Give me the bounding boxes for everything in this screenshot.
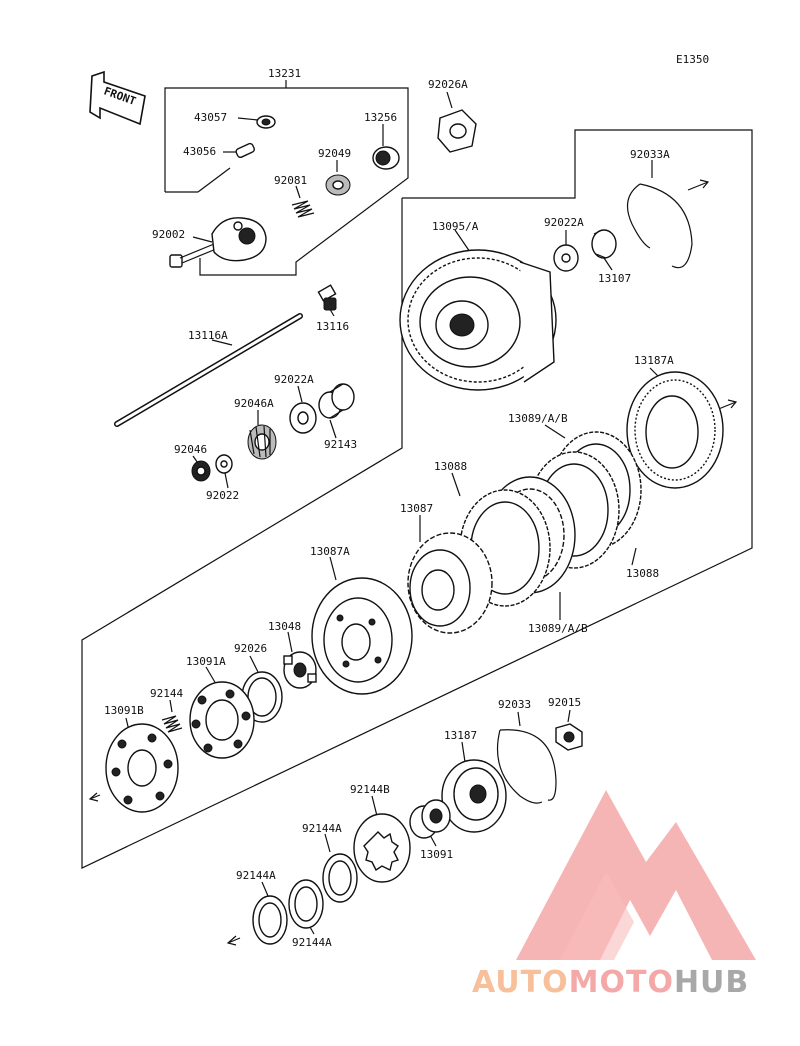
part-92033-circlip (496, 729, 557, 804)
part-92026A-gasket (437, 109, 477, 153)
part-92144A-washer-2 (288, 879, 324, 929)
diagram-code: E1350 (676, 53, 709, 66)
label-13087: 13087 (400, 502, 433, 515)
label-13089AB-bot: 13089/A/B (528, 622, 588, 635)
label-13095A: 13095/A (432, 220, 479, 233)
assembly-boundary-lines (81, 87, 753, 869)
part-92081-spring (291, 200, 315, 218)
label-13116: 13116 (316, 320, 349, 333)
label-13231: 13231 (268, 67, 301, 80)
part-92046-bearing-small (191, 460, 211, 482)
part-92002-bolt (169, 243, 217, 268)
part-13116-rod (317, 284, 337, 311)
label-92033: 92033 (498, 698, 531, 711)
part-slave-cylinder-body (211, 217, 267, 262)
part-92144A-washer-3 (252, 895, 288, 945)
part-13091A-damper-plate (189, 681, 255, 759)
label-92144A-2: 92144A (236, 869, 276, 882)
label-92144A-1: 92144A (302, 822, 342, 835)
part-92144B-washer (353, 813, 411, 883)
watermark-triangle-icon (516, 790, 756, 960)
watermark-hub: HUB (674, 965, 749, 1000)
label-43056: 43056 (183, 145, 216, 158)
part-43057-screw (256, 115, 276, 129)
label-13088-top: 13088 (434, 460, 467, 473)
part-labels: 13231 43057 43056 92049 13256 92081 9200… (104, 67, 674, 949)
part-92033A-circlip (626, 183, 693, 269)
label-92143: 92143 (324, 438, 357, 451)
label-13089AB-top: 13089/A/B (508, 412, 568, 425)
part-92022-washer (215, 454, 233, 474)
label-92049: 92049 (318, 147, 351, 160)
watermark-logo: AUTOMOTOHUB (472, 790, 756, 1000)
part-13048-damper (283, 651, 317, 689)
label-92022A-top: 92022A (544, 216, 584, 229)
part-13095-clutch-housing (399, 249, 557, 391)
part-13107-sleeve (591, 229, 617, 259)
part-13116A-push-rod (114, 313, 303, 427)
label-13091B: 13091B (104, 704, 144, 717)
part-92143-collar (318, 383, 355, 419)
leader-lines (125, 80, 661, 935)
label-13048: 13048 (268, 620, 301, 633)
part-13091B-plate (105, 723, 179, 813)
label-92081: 92081 (274, 174, 307, 187)
label-13088-bot: 13088 (626, 567, 659, 580)
centerline-arrows (88, 179, 738, 946)
part-92022A-washer-top (553, 244, 579, 272)
watermark-moto: MOTO (569, 965, 674, 1000)
label-92015: 92015 (548, 696, 581, 709)
part-13087-clutch-hub (407, 532, 493, 634)
part-43056-bleeder (235, 142, 255, 159)
label-92033A: 92033A (630, 148, 670, 161)
label-13187: 13187 (444, 729, 477, 742)
label-92144: 92144 (150, 687, 183, 700)
watermark-auto: AUTO (472, 965, 569, 1000)
label-13091: 13091 (420, 848, 453, 861)
label-92144B: 92144B (350, 783, 390, 796)
label-13116A: 13116A (188, 329, 228, 342)
label-13091A: 13091A (186, 655, 226, 668)
part-92046A-needle-bearing (247, 424, 277, 460)
label-92022A-mid: 92022A (274, 373, 314, 386)
part-92022A-washer-mid (289, 402, 317, 434)
label-92026A: 92026A (428, 78, 468, 91)
label-92144A-3: 92144A (292, 936, 332, 949)
part-13256-piston (372, 146, 400, 170)
label-13256: 13256 (364, 111, 397, 124)
part-92144-spring (161, 715, 183, 733)
label-13087A: 13087A (310, 545, 350, 558)
part-92015-nut (555, 723, 583, 751)
part-92049-seal (325, 174, 351, 196)
label-13187A: 13187A (634, 354, 674, 367)
part-13187-plate (441, 759, 507, 833)
part-13091-collar (409, 799, 451, 839)
label-92026: 92026 (234, 642, 267, 655)
front-arrow-icon: FRONT (89, 70, 146, 126)
label-92022: 92022 (206, 489, 239, 502)
label-43057: 43057 (194, 111, 227, 124)
part-92144A-washer-1 (322, 853, 358, 903)
part-13087A-hub-plate (311, 577, 413, 695)
label-92046A: 92046A (234, 397, 274, 410)
part-13088-friction-plates (459, 476, 576, 607)
watermark-text: AUTOMOTOHUB (472, 965, 749, 1000)
label-92046: 92046 (174, 443, 207, 456)
label-13107: 13107 (598, 272, 631, 285)
part-13187A-pressure-plate (626, 371, 724, 489)
label-92002: 92002 (152, 228, 185, 241)
